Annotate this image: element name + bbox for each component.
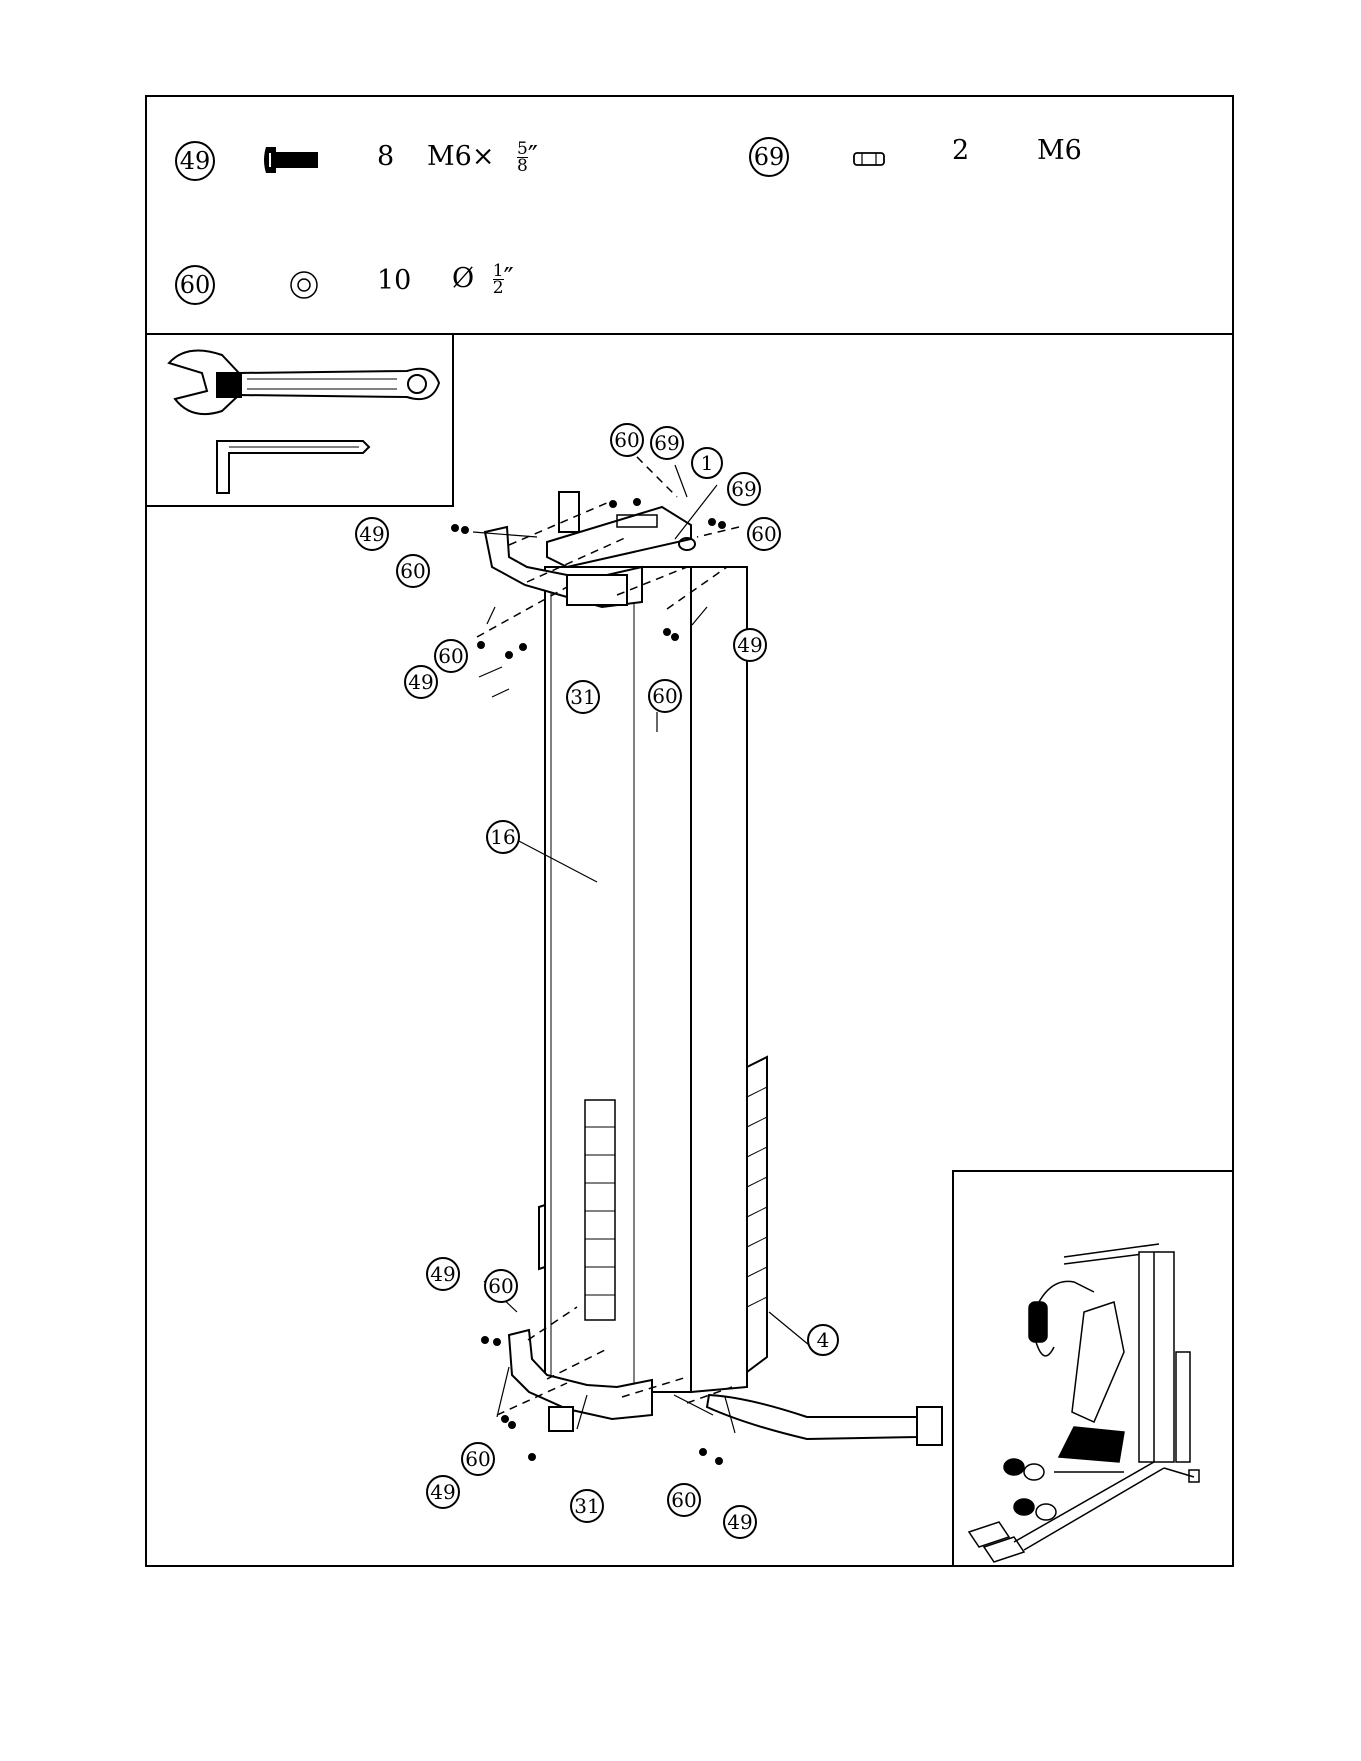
svg-text:60: 60 [400,559,425,583]
callout-16: 16 [487,821,519,853]
callout-60: 60 [462,1443,494,1475]
callout-60: 60 [649,680,681,712]
callout-69: 69 [728,473,760,505]
callout-49: 49 [427,1258,459,1290]
svg-text:31: 31 [574,1494,599,1518]
callout-60: 60 [435,640,467,672]
callout-49: 49 [405,666,437,698]
callout-49: 49 [356,518,388,550]
svg-text:60: 60 [652,684,677,708]
callout-31: 31 [567,681,599,713]
svg-text:49: 49 [430,1480,455,1504]
overview-panel [952,1170,1234,1567]
svg-text:49: 49 [359,522,384,546]
callout-31: 31 [571,1490,603,1522]
svg-text:69: 69 [731,477,756,501]
assembly-lines [452,447,942,1464]
svg-text:49: 49 [408,670,433,694]
callout-60: 60 [668,1484,700,1516]
instruction-frame: 49 8 M6× 5 8 ″ 69 2 M6 60 10 [145,95,1234,1567]
svg-text:16: 16 [490,825,515,849]
svg-text:60: 60 [614,428,639,452]
callout-69: 69 [651,427,683,459]
svg-text:4: 4 [817,1328,830,1352]
callout-4: 4 [808,1325,838,1355]
callout-60: 60 [611,424,643,456]
callout-49: 49 [427,1476,459,1508]
svg-text:60: 60 [488,1274,513,1298]
svg-text:1: 1 [701,451,714,475]
svg-text:49: 49 [430,1262,455,1286]
svg-text:31: 31 [570,685,595,709]
svg-text:49: 49 [727,1510,752,1534]
callout-60: 60 [397,555,429,587]
svg-text:60: 60 [438,644,463,668]
callout-49: 49 [734,629,766,661]
home-gym-overview-illustration [954,1172,1232,1565]
callout-1: 1 [692,448,722,478]
callout-60: 60 [748,518,780,550]
svg-text:60: 60 [465,1447,490,1471]
svg-text:49: 49 [737,633,762,657]
callout-49: 49 [724,1506,756,1538]
svg-text:60: 60 [751,522,776,546]
svg-text:60: 60 [671,1488,696,1512]
callout-60: 60 [485,1270,517,1302]
svg-text:69: 69 [654,431,679,455]
